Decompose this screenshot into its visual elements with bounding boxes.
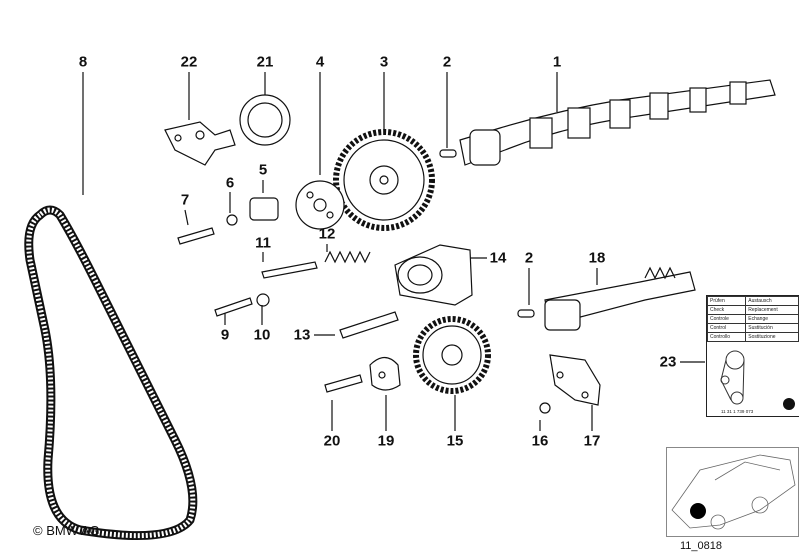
- callout-18[interactable]: 18: [588, 249, 606, 267]
- callout-19[interactable]: 19: [377, 432, 395, 450]
- callout-12[interactable]: 12: [318, 225, 336, 243]
- card-cell: Controle: [706, 314, 747, 324]
- callout-15[interactable]: 15: [446, 432, 464, 450]
- location-marker: [690, 503, 706, 519]
- card-cell: Control: [706, 323, 747, 333]
- bmw-logo-icon: [783, 398, 795, 410]
- vehicle-location-thumbnail[interactable]: [666, 447, 799, 537]
- callout-2[interactable]: 2: [442, 53, 452, 71]
- callout-9[interactable]: 9: [220, 326, 230, 344]
- copyright-text: © BMW AG: [33, 523, 100, 538]
- callout-4[interactable]: 4: [315, 53, 325, 71]
- callout-5[interactable]: 5: [258, 161, 268, 179]
- card-cell: Replacement: [745, 305, 799, 315]
- callout-20[interactable]: 20: [323, 432, 341, 450]
- card-cell: Sostituzione: [745, 332, 799, 342]
- diagram-code: 11_0818: [680, 540, 723, 552]
- callout-13[interactable]: 13: [293, 326, 311, 344]
- callout-14[interactable]: 14: [489, 249, 507, 267]
- card-cell: Echange: [745, 314, 799, 324]
- callout-11[interactable]: 11: [255, 234, 271, 252]
- card-cell: Controllo: [706, 332, 747, 342]
- callout-3[interactable]: 3: [379, 53, 389, 71]
- callout-22[interactable]: 22: [180, 53, 198, 71]
- callout-17[interactable]: 17: [583, 432, 601, 450]
- callout-2-lower[interactable]: 2: [524, 249, 534, 267]
- callout-6[interactable]: 6: [225, 174, 235, 192]
- belt-diagram-icon: [720, 350, 745, 405]
- callout-7[interactable]: 7: [180, 191, 190, 209]
- card-cell: Prüfen: [706, 296, 747, 306]
- card-cell: Austausch: [745, 296, 799, 306]
- card-cell: Sustitución: [745, 323, 799, 333]
- callout-16[interactable]: 16: [531, 432, 549, 450]
- callout-8[interactable]: 8: [78, 53, 88, 71]
- callout-21[interactable]: 21: [256, 53, 274, 71]
- card-part-number: 11 31 1 739 073: [721, 409, 754, 414]
- callout-23[interactable]: 23: [659, 353, 677, 371]
- callout-1[interactable]: 1: [552, 53, 562, 71]
- callout-10[interactable]: 10: [253, 326, 271, 344]
- card-cell: Check: [706, 305, 747, 315]
